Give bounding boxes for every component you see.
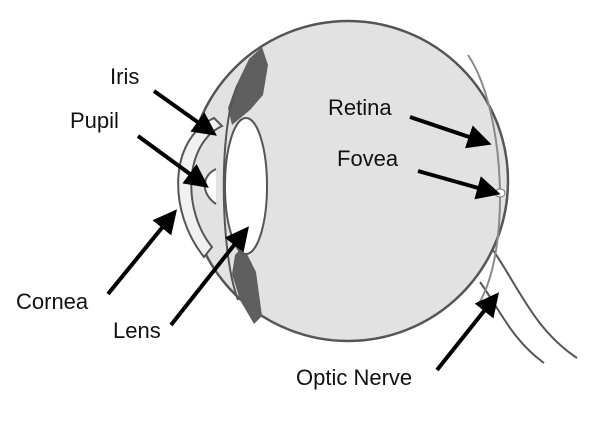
iris-upper-band xyxy=(228,47,268,125)
label-fovea: Fovea xyxy=(337,146,399,171)
label-cornea: Cornea xyxy=(16,289,89,314)
optic-nerve-shape xyxy=(492,249,578,359)
pupil-pointer-arrow xyxy=(136,134,209,188)
lens-shape xyxy=(224,117,268,255)
retina-pointer-arrow xyxy=(409,115,492,149)
label-lens: Lens xyxy=(113,318,161,343)
optic-nerve-pointer-arrow xyxy=(435,292,499,372)
fovea-pointer-arrow xyxy=(417,169,501,200)
cornea-pointer-arrow xyxy=(106,209,178,296)
lens-pointer-arrow xyxy=(169,226,249,327)
optic-nerve-shape-lower xyxy=(479,281,545,364)
label-pupil: Pupil xyxy=(70,108,119,133)
cornea-shape xyxy=(177,116,224,259)
label-optic-nerve: Optic Nerve xyxy=(296,365,413,390)
iris-lower-band xyxy=(232,246,262,324)
label-iris: Iris xyxy=(110,64,140,89)
anterior-chamber-line xyxy=(222,84,239,301)
iris-pointer-arrow xyxy=(152,89,217,136)
fovea-spot xyxy=(494,188,506,198)
label-retina: Retina xyxy=(328,95,392,120)
